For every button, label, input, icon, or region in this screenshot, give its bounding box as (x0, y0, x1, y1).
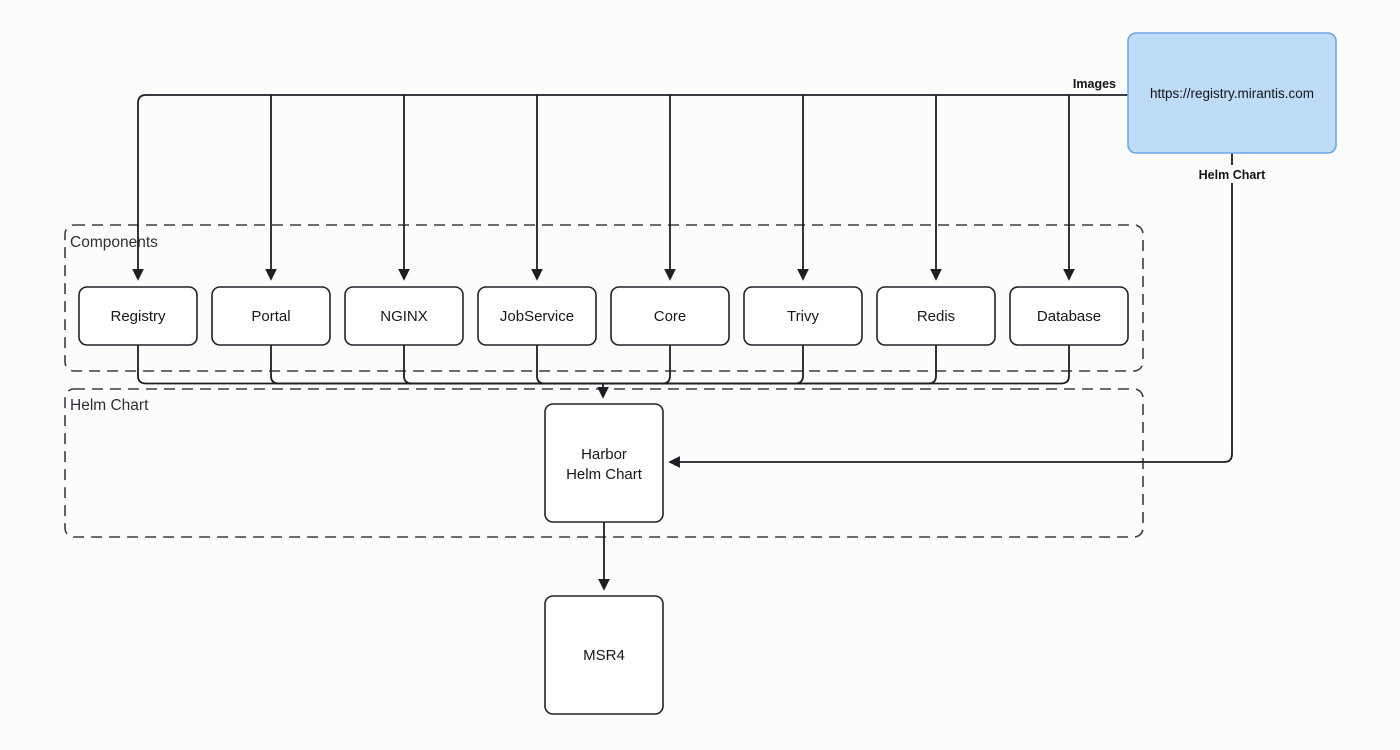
helm-chart-edge (668, 153, 1233, 468)
images-edge-label: Images (1073, 77, 1116, 91)
component-node-database: Database (1009, 286, 1129, 346)
registry-node: https://registry.mirantis.com (1127, 32, 1337, 154)
msr4-node: MSR4 (544, 595, 664, 715)
svg-text:Helm Chart: Helm Chart (1199, 168, 1267, 182)
svg-text:Harbor: Harbor (581, 446, 627, 463)
images-bus-edges (132, 94, 1128, 281)
registry-url-label: https://registry.mirantis.com (1150, 86, 1314, 101)
svg-text:Trivy: Trivy (787, 308, 819, 325)
svg-text:Helm Chart: Helm Chart (566, 466, 643, 483)
component-node-portal: Portal (211, 286, 331, 346)
components-container: Components (64, 224, 1144, 372)
component-node-jobservice: JobService (477, 286, 597, 346)
svg-text:NGINX: NGINX (380, 308, 428, 325)
svg-text:Portal: Portal (251, 308, 290, 325)
component-node-trivy: Trivy (743, 286, 863, 346)
svg-text:Database: Database (1037, 308, 1101, 325)
component-node-redis: Redis (876, 286, 996, 346)
svg-text:MSR4: MSR4 (583, 647, 625, 664)
svg-text:Registry: Registry (110, 308, 166, 325)
components-to-harbor-edges (137, 345, 1070, 399)
components-container-label: Components (70, 234, 158, 251)
component-node-core: Core (610, 286, 730, 346)
harbor-helm-chart-node: Harbor Helm Chart (544, 403, 664, 523)
helm-chart-edge-label: Helm Chart (1191, 165, 1273, 183)
component-node-registry: Registry (78, 286, 198, 346)
svg-text:Redis: Redis (917, 308, 955, 325)
helm-chart-container-label: Helm Chart (70, 397, 149, 414)
svg-text:JobService: JobService (500, 308, 574, 325)
component-node-nginx: NGINX (344, 286, 464, 346)
svg-text:Core: Core (654, 308, 687, 325)
